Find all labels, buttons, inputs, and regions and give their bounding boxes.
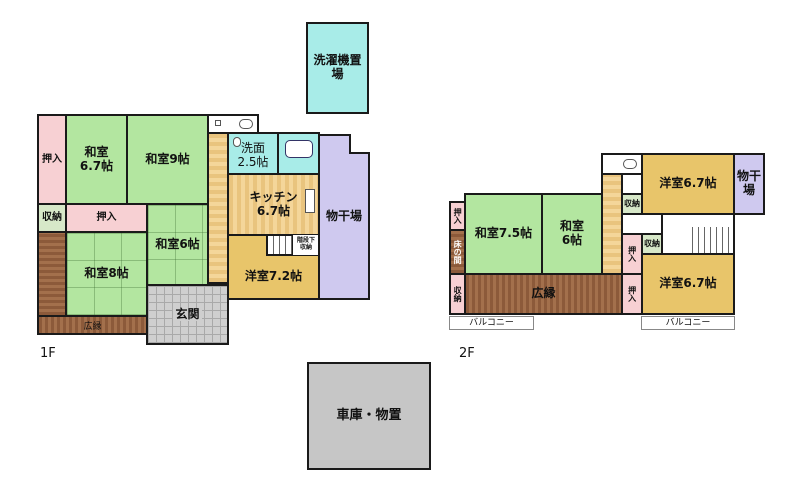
shuno-2f-top: 収納 [621, 193, 643, 215]
stove-icon [305, 189, 315, 213]
washitsu-6-1f: 和室6帖 [146, 203, 209, 286]
toilet-icon [239, 119, 253, 129]
floor-label-1f: 1F [40, 346, 56, 361]
sink-icon [215, 120, 221, 126]
bathtub-icon [285, 140, 313, 158]
washitsu-6-2f: 和室 6帖 [541, 193, 603, 275]
oshiire-2f-mid: 押入 [621, 233, 643, 275]
monohoshi-2f: 物干 場 [733, 153, 765, 215]
genkan-1f: 玄関 [146, 284, 229, 345]
floor-label-2f: 2F [459, 346, 475, 361]
corridor-2f [601, 173, 623, 275]
stairs-1f-top [266, 234, 294, 256]
washitsu-8-1f: 和室8帖 [65, 231, 148, 317]
oshiire-1f-mid: 押入 [65, 203, 148, 233]
garage: 車庫・物置 [307, 362, 431, 470]
kitchen-1f: キッチン 6.7帖 [227, 173, 320, 236]
balcony-2f-right: バルコニー [641, 316, 735, 330]
senmen-1f: 洗面 2.5帖 [227, 132, 279, 175]
balcony-2f-left: バルコニー [449, 316, 534, 330]
hiroen-2f: 広縁 [464, 273, 623, 315]
washitsu-9-1f: 和室9帖 [126, 114, 209, 205]
toilet-1f [207, 114, 259, 134]
bathroom-1f [277, 132, 320, 175]
oshiire-2f-low: 押入 [621, 273, 643, 315]
corridor-1f [207, 132, 229, 284]
kaidan-shuno-1f-top: 階段下 収納 [292, 234, 320, 256]
shuno-1f-left: 収納 [37, 203, 67, 233]
stairs-2f [661, 213, 735, 255]
yoshitsu-6-7-2f-top: 洋室6.7帖 [641, 153, 735, 215]
monohoshi-notch [349, 134, 370, 154]
oshiire-1f-left: 押入 [37, 114, 67, 205]
hiroen-1f: 広縁 [37, 315, 148, 335]
yoshitsu-6-7-2f-bottom: 洋室6.7帖 [641, 253, 735, 315]
washitsu-6-7-1f: 和室 6.7帖 [65, 114, 128, 205]
laundry-area: 洗濯機置場 [306, 22, 369, 114]
shuno-2f-mid: 収納 [641, 233, 663, 255]
toilet-2f [601, 153, 643, 175]
washitsu-7-5-2f: 和室7.5帖 [464, 193, 543, 275]
monohoshi-1f: 物干場 [318, 134, 370, 300]
toilet-icon-2f [623, 159, 637, 169]
washbasin-icon [233, 137, 241, 147]
stairs-2f-steps [687, 227, 733, 253]
